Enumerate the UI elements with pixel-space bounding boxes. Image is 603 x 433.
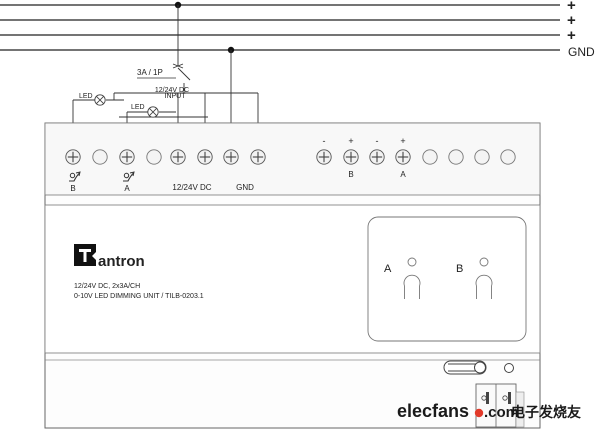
input-label-line2: INPUT	[165, 93, 187, 100]
terminal-blank	[92, 149, 108, 165]
bus-connector	[475, 383, 525, 428]
ctrl-b-label: B	[348, 170, 353, 179]
knob-panel	[367, 216, 527, 342]
rail-gnd-label: GND	[568, 45, 595, 59]
supply-terminal-label: 12/24V DC	[172, 183, 211, 192]
terminal-blank	[448, 149, 464, 165]
manual-slide-switch[interactable]	[443, 360, 487, 375]
rail-2-label: +	[567, 12, 576, 29]
led-b-lamp-icon	[94, 94, 106, 106]
terminal-blank	[474, 149, 490, 165]
led-a-label: LED	[131, 104, 145, 111]
spec-line-1: 12/24V DC, 2x3A/CH	[74, 283, 140, 290]
watermark-dot-icon	[474, 408, 484, 418]
led-b-label: LED	[79, 93, 93, 100]
terminal-out-a-label: A	[124, 184, 130, 193]
terminal-out-b[interactable]	[65, 149, 81, 165]
terminal-blank	[146, 149, 162, 165]
watermark-tld: .com	[484, 404, 519, 421]
site-watermark: elecfans .com 电子发烧友	[397, 401, 581, 421]
knob-a-label: A	[384, 263, 392, 275]
terminal-supply-plus-1[interactable]	[170, 149, 186, 165]
rail-3-label: +	[567, 27, 576, 44]
ctrl-a-minus-label: -	[376, 136, 379, 146]
ctrl-a-label: A	[400, 170, 406, 179]
breaker-symbol: 3A / 1P	[137, 68, 176, 79]
supply-rails: + + + GND	[0, 0, 595, 59]
terminal-ctrl-b-minus[interactable]	[316, 149, 332, 165]
knob-b-potentiometer[interactable]	[475, 257, 493, 299]
terminal-blank	[500, 149, 516, 165]
knob-a-potentiometer[interactable]	[403, 257, 421, 299]
terminal-ctrl-b-plus[interactable]	[343, 149, 359, 165]
input-label-line1: 12/24V DC	[155, 87, 189, 94]
ctrl-a-plus-label: +	[400, 136, 405, 146]
led-a-lamp-icon	[147, 106, 159, 118]
knob-b-label: B	[456, 263, 463, 275]
breaker-label: 3A / 1P	[137, 68, 163, 77]
gnd-terminal-label: GND	[236, 183, 254, 192]
terminal-gnd-1[interactable]	[223, 149, 239, 165]
brand-name: antron	[98, 253, 145, 270]
rail-1-label: +	[567, 0, 576, 14]
terminal-blank	[422, 149, 438, 165]
terminal-supply-plus-2[interactable]	[197, 149, 213, 165]
terminal-out-a[interactable]	[119, 149, 135, 165]
watermark-site: elecfans	[397, 401, 469, 421]
terminal-out-b-label: B	[70, 184, 75, 193]
status-led-icon	[504, 363, 514, 373]
terminal-gnd-2[interactable]	[250, 149, 266, 165]
watermark-cn: 电子发烧友	[511, 404, 581, 420]
terminal-ctrl-a-minus[interactable]	[369, 149, 385, 165]
terminal-block-panel	[44, 122, 541, 196]
brand-logo: antron	[74, 244, 145, 270]
ctrl-b-minus-label: -	[323, 136, 326, 146]
spec-line-2: 0-10V LED DIMMING UNIT / TILB-0203.1	[74, 293, 204, 300]
terminal-ctrl-a-plus[interactable]	[395, 149, 411, 165]
ctrl-b-plus-label: +	[348, 136, 353, 146]
